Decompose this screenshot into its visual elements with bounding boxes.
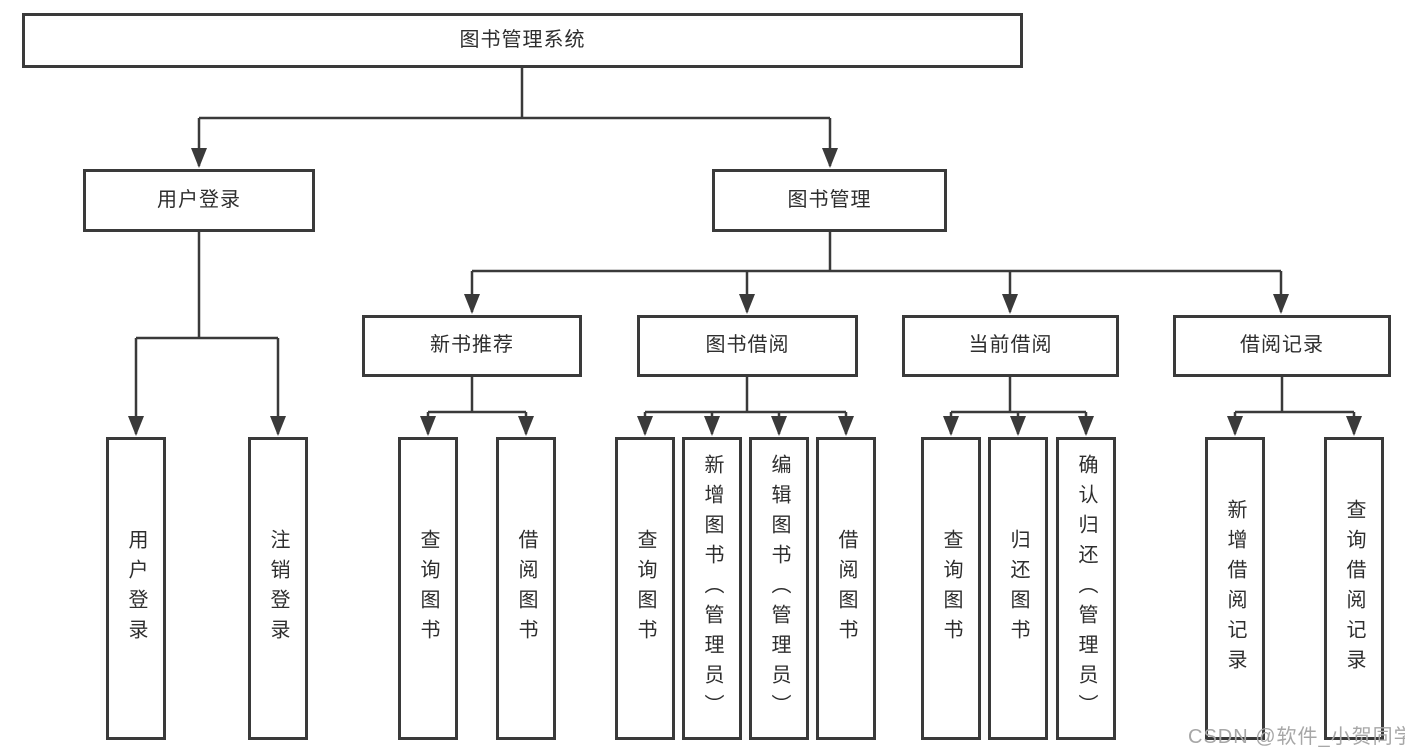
arrowhead-icon	[943, 416, 959, 436]
leaf-borrow-books-recommend: 借阅图书	[496, 437, 556, 740]
leaf-confirm-return-admin: 确认归还（管理员）	[1056, 437, 1116, 740]
arrowhead-icon	[1273, 294, 1289, 314]
arrowhead-icon	[637, 416, 653, 436]
node-label: 图书管理系统	[459, 28, 586, 51]
node-label: 用户登录	[125, 528, 147, 649]
leaf-edit-books-admin: 编辑图书（管理员）	[749, 437, 809, 740]
connector-book-management-to-level3	[470, 232, 1283, 312]
leaf-query-books-current: 查询图书	[921, 437, 981, 740]
leaf-add-books-admin: 新增图书（管理员）	[682, 437, 742, 740]
node-label: 借阅图书	[835, 528, 857, 649]
node-user-login-branch: 用户登录	[83, 169, 315, 232]
node-label: 编辑图书（管理员）	[768, 453, 790, 724]
node-label: 当前借阅	[968, 334, 1053, 356]
connector-root-to-level2	[197, 68, 832, 166]
connector-book-borrowing-to-leaves	[643, 377, 848, 434]
node-new-book-recommendation: 新书推荐	[362, 315, 582, 377]
connector-new-book-recommendation-to-leaves	[426, 377, 528, 434]
node-label: 图书借阅	[705, 334, 790, 356]
leaf-add-borrow-record: 新增借阅记录	[1205, 437, 1265, 740]
arrowhead-icon	[191, 148, 207, 168]
arrowhead-icon	[518, 416, 534, 436]
leaf-return-books: 归还图书	[988, 437, 1048, 740]
node-current-borrowing: 当前借阅	[902, 315, 1119, 377]
node-label: 查询图书	[417, 528, 439, 649]
arrowhead-icon	[128, 416, 144, 436]
node-label: 查询图书	[634, 528, 656, 649]
arrowhead-icon	[464, 294, 480, 314]
node-label: 查询借阅记录	[1343, 498, 1365, 679]
arrowhead-icon	[1078, 416, 1094, 436]
arrowhead-icon	[1346, 416, 1362, 436]
watermark-text: CSDN @软件_小贺同学	[1188, 726, 1405, 747]
arrowhead-icon	[420, 416, 436, 436]
node-label: 图书管理	[787, 188, 872, 211]
leaf-borrow-books-borrowing: 借阅图书	[816, 437, 876, 740]
node-library-management-system: 图书管理系统	[22, 13, 1023, 68]
arrowhead-icon	[270, 416, 286, 436]
arrowhead-icon	[704, 416, 720, 436]
node-label: 新增借阅记录	[1224, 498, 1246, 679]
leaf-logout: 注销登录	[248, 437, 308, 740]
connector-borrowing-records-to-leaves	[1233, 377, 1356, 434]
node-label: 注销登录	[267, 528, 289, 649]
leaf-query-books-recommend: 查询图书	[398, 437, 458, 740]
node-book-management-branch: 图书管理	[712, 169, 947, 232]
arrowhead-icon	[838, 416, 854, 436]
arrowhead-icon	[822, 148, 838, 168]
node-label: 归还图书	[1007, 528, 1029, 649]
node-label: 用户登录	[157, 188, 241, 211]
node-label: 新书推荐	[430, 334, 514, 356]
leaf-user-login: 用户登录	[106, 437, 166, 740]
arrowhead-icon	[739, 294, 755, 314]
leaf-query-books-borrowing: 查询图书	[615, 437, 675, 740]
arrowhead-icon	[1002, 294, 1018, 314]
node-label: 借阅图书	[515, 528, 537, 649]
arrowhead-icon	[1010, 416, 1026, 436]
node-label: 确认归还（管理员）	[1075, 453, 1097, 724]
connector-user-login-to-leaves	[134, 232, 280, 434]
node-label: 借阅记录	[1240, 334, 1324, 356]
node-label: 新增图书（管理员）	[701, 453, 723, 724]
arrowhead-icon	[1227, 416, 1243, 436]
node-book-borrowing: 图书借阅	[637, 315, 858, 377]
leaf-query-borrow-record: 查询借阅记录	[1324, 437, 1384, 740]
node-label: 查询图书	[940, 528, 962, 649]
arrowhead-icon	[771, 416, 787, 436]
node-borrowing-records: 借阅记录	[1173, 315, 1391, 377]
